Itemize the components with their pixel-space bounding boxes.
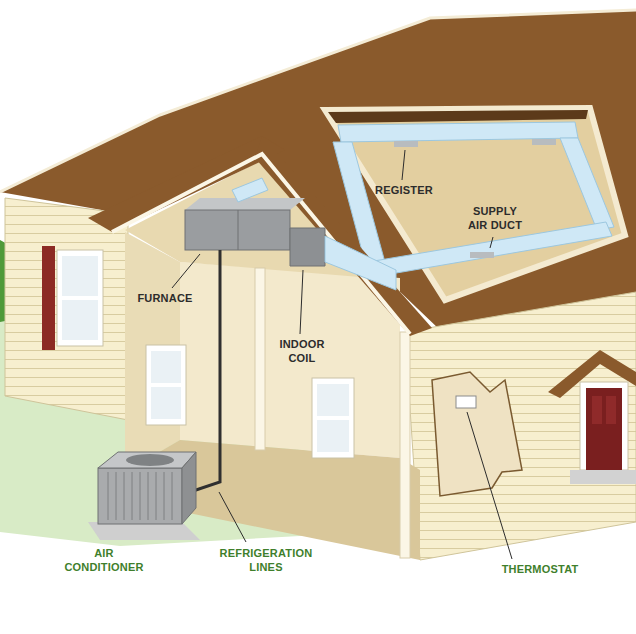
ac-pad [88, 522, 200, 540]
attic-shadow [328, 110, 588, 123]
window-glass [317, 420, 349, 452]
supply-duct [560, 138, 614, 230]
partition-wall [255, 268, 265, 450]
register [532, 139, 556, 145]
wall-cutaway [432, 372, 522, 496]
porch-step [570, 470, 636, 484]
callout-label: AIR CONDITIONER [54, 546, 154, 575]
leader-line [172, 254, 200, 288]
leader-line [300, 270, 303, 334]
callout-label: INDOOR COIL [274, 337, 330, 366]
ac-fan [126, 454, 174, 466]
thermostat [456, 396, 476, 408]
furnace-top [185, 198, 305, 210]
door [586, 388, 622, 470]
indoor-coil [290, 228, 325, 266]
window [146, 345, 186, 425]
window-glass [317, 384, 349, 416]
register [394, 141, 418, 147]
air-conditioner [98, 468, 182, 524]
door-panel [592, 396, 602, 424]
room-side-wall [125, 232, 180, 472]
callout-label: SUPPLY AIR DUCT [464, 204, 526, 233]
window-glass [151, 351, 181, 383]
front-wall [405, 292, 636, 560]
door-panel [606, 396, 616, 424]
window-shutter [42, 246, 55, 350]
window [57, 250, 103, 346]
ac-grille [108, 472, 172, 520]
callout-label: FURNACE [125, 291, 205, 305]
window-glass [62, 256, 98, 296]
leader-line [467, 412, 512, 559]
window-glass [62, 300, 98, 340]
front-wall-edge [400, 332, 410, 558]
return-duct [232, 178, 268, 202]
leader-lines [172, 150, 512, 559]
furnace [185, 210, 290, 250]
gable-trim [112, 154, 410, 334]
attic-floor [325, 108, 625, 300]
callout-label: REFRIGERATION LINES [211, 546, 321, 575]
leader-line [490, 237, 493, 248]
door-frame [580, 382, 628, 470]
furnace-seam [238, 210, 239, 250]
room-back-wall [180, 262, 400, 458]
air-conditioner-side [182, 452, 196, 524]
supply-duct [325, 236, 396, 290]
leader-line [402, 150, 405, 180]
window-glass [151, 387, 181, 419]
register [470, 252, 494, 258]
air-conditioner-top [98, 452, 196, 468]
leader-line [219, 492, 246, 542]
left-wall [5, 198, 128, 420]
window [312, 378, 354, 458]
callout-label: REGISTER [364, 183, 444, 197]
callout-label: THERMOSTAT [490, 562, 590, 576]
